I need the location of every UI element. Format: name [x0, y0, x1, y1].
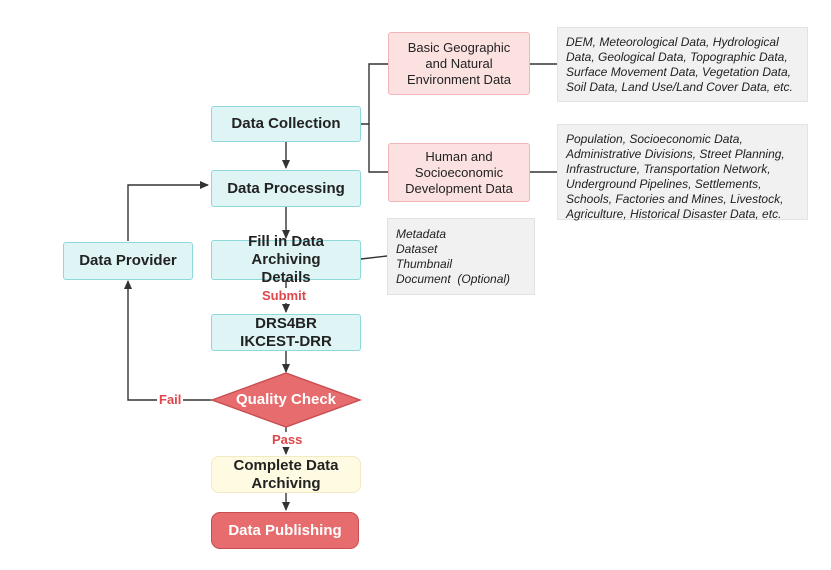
detail-line: Infrastructure, Transportation Network,: [566, 162, 771, 176]
complete-archiving-node: Complete Data Archiving: [211, 456, 361, 493]
detail-line: Metadata: [396, 227, 447, 241]
detail-line: Data, Geological Data, Topographic Data,: [566, 50, 788, 64]
detail-line: Administrative Divisions, Street Plannin…: [566, 147, 785, 161]
arrow-fail-to-provider: [124, 280, 212, 401]
data-collection-node: Data Collection: [211, 106, 361, 142]
data-collection-label: Data Collection: [231, 115, 341, 132]
fill-in-details-label: Fill in Data Archiving Details: [248, 233, 324, 286]
fill-in-details-node: Fill in Data Archiving Details: [211, 233, 361, 286]
detail-line: Thumbnail: [396, 257, 453, 271]
detail-line: Surface Movement Data, Vegetation Data,: [566, 65, 792, 79]
drs-node: DRS4BR IKCEST-DRR: [211, 314, 361, 351]
arrow-provider-to-processing: [127, 181, 209, 241]
pass-edge-label: Pass: [270, 432, 305, 447]
archiving-details: Metadata Dataset Thumbnail Document (Opt…: [387, 218, 535, 295]
basic-geographic-details: DEM, Meteorological Data, Hydrological D…: [557, 27, 808, 102]
human-socioeconomic-details: Population, Socioeconomic Data, Administ…: [557, 124, 808, 221]
detail-line: Population, Socioeconomic Data,: [566, 132, 743, 146]
drs-label-line-1: DRS4BR: [255, 314, 317, 332]
detail-line: Document (Optional): [396, 272, 511, 286]
data-provider-label: Data Provider: [79, 252, 177, 269]
data-publishing-label: Data Publishing: [228, 522, 342, 539]
detail-line: Dataset: [396, 242, 438, 256]
connector-collection-branch-lower: [368, 124, 388, 173]
connector-collection-branch: [361, 63, 388, 125]
data-processing-node: Data Processing: [211, 170, 361, 207]
detail-line: Underground Pipelines, Settlements,: [566, 177, 762, 191]
complete-archiving-label: Complete Data Archiving: [233, 456, 339, 492]
detail-line: Schools, Factories and Mines, Livestock,: [566, 192, 784, 206]
quality-check-label: Quality Check: [235, 391, 337, 408]
detail-line: Soil Data, Land Use/Land Cover Data, etc…: [566, 80, 793, 94]
data-provider-node: Data Provider: [63, 242, 193, 280]
data-processing-label: Data Processing: [227, 179, 345, 197]
connector-fill-to-details: [360, 255, 388, 260]
fail-edge-label: Fail: [157, 392, 184, 407]
drs-label-line-2: IKCEST-DRR: [240, 332, 332, 350]
quality-check-diamond: [209, 372, 363, 428]
human-socioeconomic-node: Human and Socioeconomic Development Data: [388, 143, 530, 202]
human-socioeconomic-label: Human and Socioeconomic Development Data: [405, 148, 513, 196]
basic-geographic-label: Basic Geographic and Natural Environment…: [406, 39, 512, 87]
detail-line: Agriculture, Historical Disaster Data, e…: [566, 207, 782, 221]
data-publishing-node: Data Publishing: [211, 512, 359, 549]
detail-line: DEM, Meteorological Data, Hydrological: [566, 35, 779, 49]
basic-geographic-node: Basic Geographic and Natural Environment…: [388, 32, 530, 95]
submit-edge-label: Submit: [260, 288, 309, 303]
